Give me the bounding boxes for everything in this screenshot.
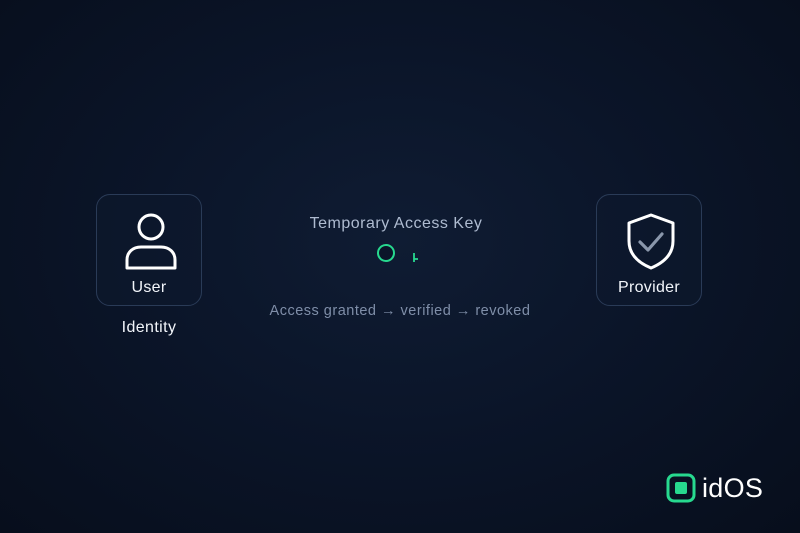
connector-title: Temporary Access Key <box>309 215 483 232</box>
user-label: User <box>131 279 167 296</box>
provider-node: Provider <box>596 194 702 306</box>
identity-label: Identity <box>121 319 177 336</box>
user-node: User <box>96 194 202 306</box>
key-icon <box>377 244 418 262</box>
access-key-connector <box>202 244 598 262</box>
flow-caption: Access granted → verified → revoked <box>269 303 531 319</box>
provider-label: Provider <box>618 279 680 296</box>
user-icon <box>125 213 177 270</box>
shield-check-icon <box>627 213 675 270</box>
brand-name: idOS <box>702 473 764 503</box>
idos-logo-icon <box>666 473 696 503</box>
